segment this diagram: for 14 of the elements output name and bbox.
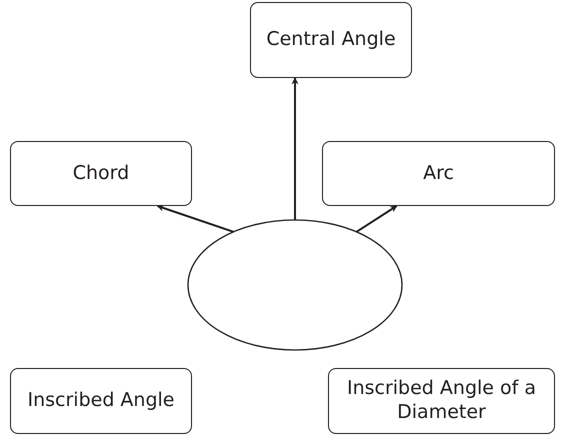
ellipse-node xyxy=(187,219,403,351)
arrow xyxy=(356,205,398,233)
box-label: Chord xyxy=(72,162,130,186)
arrow xyxy=(156,204,234,233)
label-box xyxy=(250,2,412,78)
box-label: Inscribed Angle of a Diameter xyxy=(346,377,538,425)
label-box xyxy=(322,141,555,206)
arrow xyxy=(292,77,298,220)
box-label: Arc xyxy=(423,162,454,186)
box-label: Central Angle xyxy=(266,28,396,52)
box-label: Inscribed Angle xyxy=(28,389,174,413)
label-box xyxy=(10,141,192,206)
label-box xyxy=(10,368,192,434)
label-box xyxy=(328,368,555,434)
